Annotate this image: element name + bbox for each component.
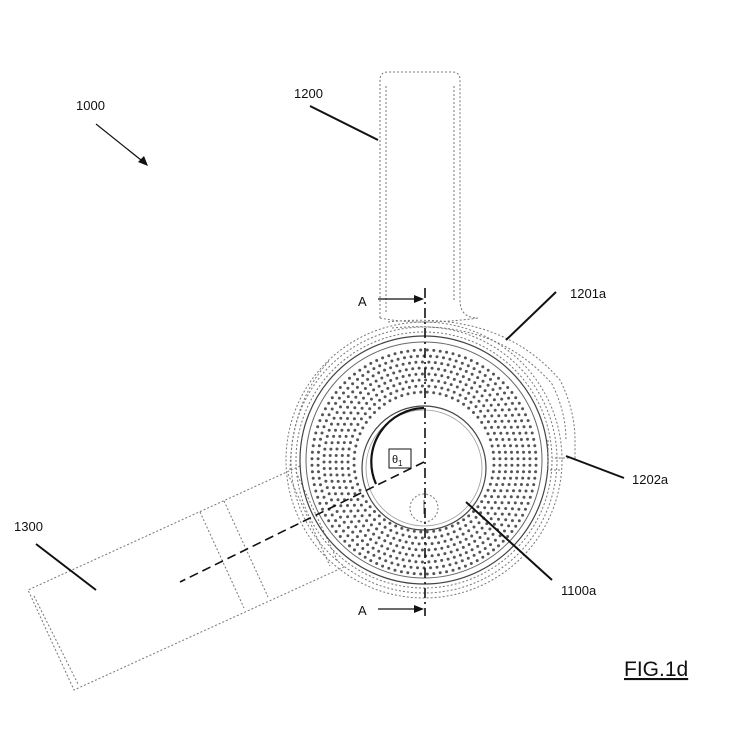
- leader-lines: [35, 105, 625, 591]
- label-1100a: 1100a: [561, 583, 597, 598]
- label-1200: 1200: [294, 86, 323, 101]
- angle-label: θ1: [392, 454, 403, 468]
- head-face: [361, 405, 487, 531]
- angle-marker: [370, 406, 425, 485]
- label-1300: 1300: [14, 519, 43, 534]
- label-1201a: 1201a: [570, 286, 607, 301]
- head-body: [285, 319, 576, 599]
- label-1202a: 1202a: [632, 472, 669, 487]
- figure-title: FIG.1d: [624, 658, 688, 681]
- attachment-axis: [179, 461, 425, 583]
- handle: [379, 71, 479, 323]
- label-1000: 1000: [76, 98, 105, 113]
- perforated-mesh: [310, 348, 538, 576]
- attachment: [27, 465, 347, 691]
- section-label-bottom: A: [358, 603, 367, 618]
- section-label-top: A: [358, 294, 367, 309]
- section-line: [378, 288, 426, 616]
